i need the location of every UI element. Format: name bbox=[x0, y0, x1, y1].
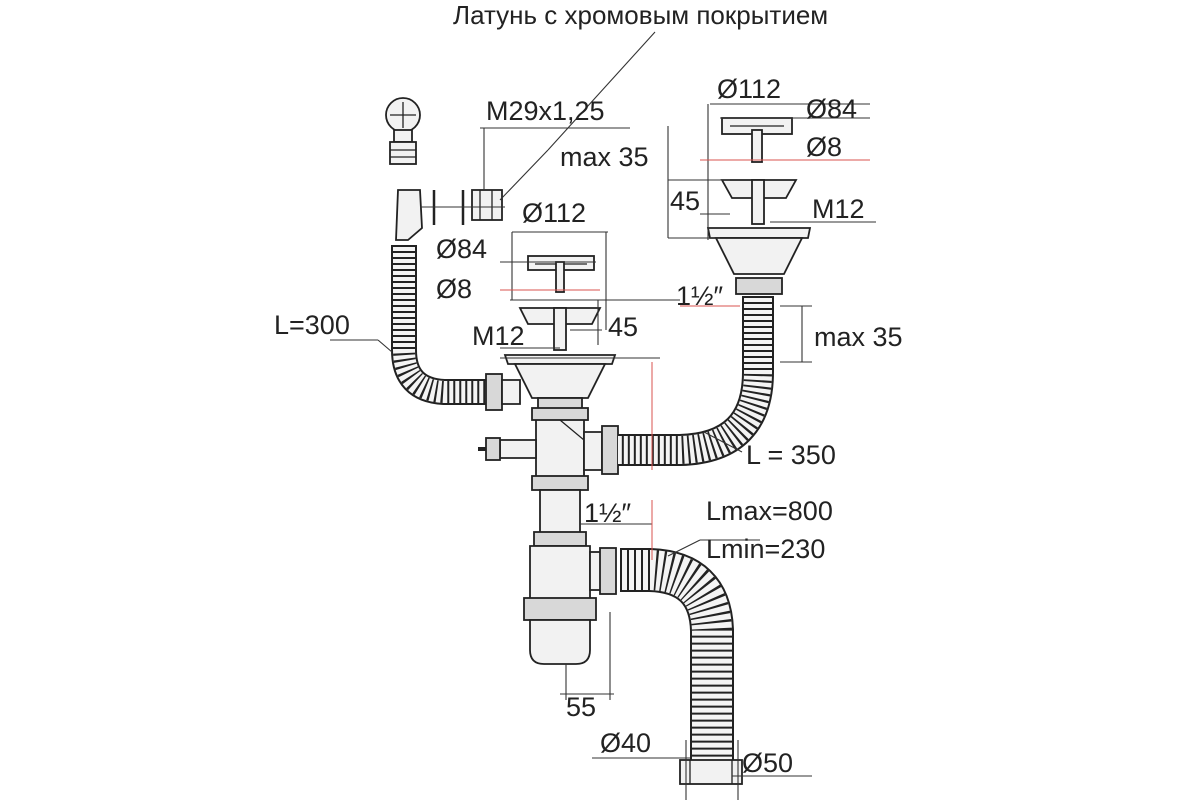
max35-top-label: max 35 bbox=[560, 142, 649, 172]
lmax-label: Lmax=800 bbox=[706, 496, 833, 526]
dim55-label: 55 bbox=[566, 692, 596, 722]
m12-right-label: M12 bbox=[812, 194, 865, 224]
dimension-lines bbox=[330, 31, 876, 800]
lmin-label: Lmin=230 bbox=[706, 534, 825, 564]
m12-left-label: M12 bbox=[472, 321, 525, 351]
inch-mid-label: 1½″ bbox=[584, 498, 632, 528]
d84-right-label: Ø84 bbox=[806, 94, 857, 124]
inch-top-label: 1½″ bbox=[676, 281, 724, 311]
left-strainer bbox=[503, 255, 617, 411]
bottle-trap bbox=[523, 545, 617, 665]
flexible-drain bbox=[620, 548, 743, 785]
h45-right-label: 45 bbox=[670, 186, 700, 216]
overflow-hose bbox=[391, 245, 521, 411]
d8-right-label: Ø8 bbox=[806, 132, 842, 162]
material-label: Латунь с хромовым покрытием bbox=[453, 0, 828, 30]
h45-left-label: 45 bbox=[608, 312, 638, 342]
d84-left-label: Ø84 bbox=[436, 234, 487, 264]
thread-label: M29x1,25 bbox=[486, 96, 605, 126]
overflow-assembly bbox=[385, 97, 505, 241]
connecting-hose bbox=[618, 296, 774, 466]
right-strainer bbox=[706, 117, 812, 295]
d40-label: Ø40 bbox=[600, 728, 651, 758]
max35-right-label: max 35 bbox=[814, 322, 903, 352]
d50-label: Ø50 bbox=[742, 748, 793, 778]
l350-label: L = 350 bbox=[746, 440, 836, 470]
d112-left-label: Ø112 bbox=[522, 198, 586, 228]
dimension-labels: Латунь с хромовым покрытием M29x1,25 max… bbox=[274, 0, 903, 778]
l300-label: L=300 bbox=[274, 310, 350, 340]
d112-right-label: Ø112 bbox=[717, 74, 781, 104]
d8-left-label: Ø8 bbox=[436, 274, 472, 304]
